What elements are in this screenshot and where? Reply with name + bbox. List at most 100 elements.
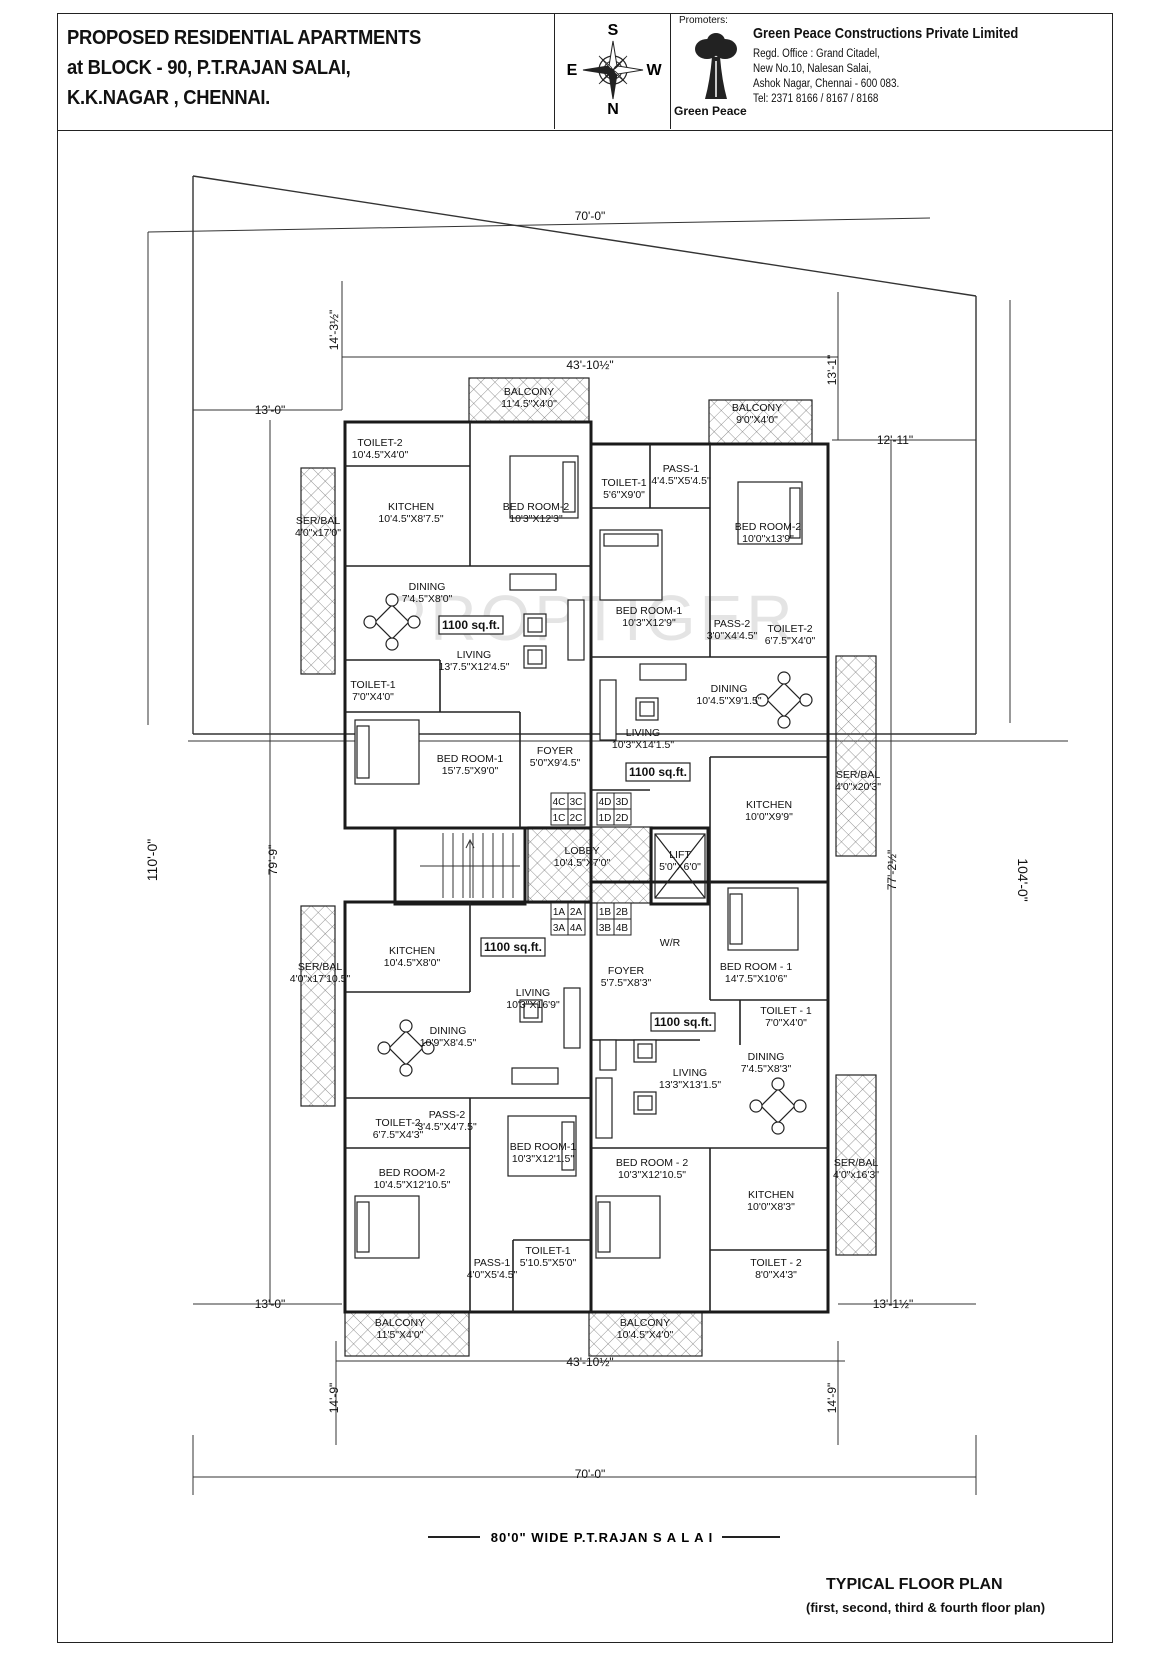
label-ll-pass2: PASS-2 [429,1109,466,1121]
staircase [420,833,520,898]
label-ll-living: LIVING [516,987,550,999]
label-lr-serbal: SER/BAL [834,1157,879,1169]
label-ul-serbal: SER/BAL [296,515,341,527]
telephone-line: Tel: 2371 8166 / 8167 / 8168 [753,93,879,105]
flat-label-3a: 3A [553,923,566,934]
area-boxes [438,615,716,1032]
label-ll-kitchen: KITCHEN [389,945,435,957]
size-lr-serbal: 4'0"x16'3" [833,1169,879,1181]
size-lr-toilet1: 7'0"X4'0" [765,1017,807,1029]
label-ur-pass1: PASS-1 [663,463,700,475]
size-ll-toilet2: 6'7.5"X4'3" [373,1129,424,1141]
drawing-sheet-border [57,13,1113,1643]
size-ur-living: 10'3"X14'1.5" [612,739,675,751]
flat-label-1a: 1A [553,907,566,918]
size-ll-living: 10'3"X16'9" [506,999,560,1011]
label-ur-bed1: BED ROOM-1 [616,605,683,617]
label-lr-foyer: FOYER [608,965,645,977]
sofas [509,573,687,1139]
project-title-line-2: at BLOCK - 90, P.T.RAJAN SALAI, [67,57,351,79]
size-ll-pass1: 4'0"X5'4.5" [467,1269,518,1281]
project-title-line-1: PROPOSED RESIDENTIAL APARTMENTS [67,27,422,49]
label-lr-bed1: BED ROOM - 1 [720,961,793,973]
size-ul-balcony: 11'4.5"X4'0" [501,398,557,410]
dimension-left-lower: 13'-0" [255,1297,286,1311]
label-lr-balcony: BALCONY [620,1317,670,1329]
label-ul-kitchen: KITCHEN [388,501,434,513]
label-ur-serbal: SER/BAL [836,769,881,781]
logo-caption: Green Peace [674,104,747,118]
dimension-lines [147,217,1068,1495]
label-ul-toilet2: TOILET-2 [357,437,402,449]
label-lr-living: LIVING [673,1067,707,1079]
size-ll-balcony: 11'5"X4'0" [377,1329,424,1341]
size-ll-bed1: 10'3"X12'1.5" [512,1153,575,1165]
size-lr-kitchen: 10'0"X8'3" [747,1201,795,1213]
label-ul-bed1: BED ROOM-1 [437,753,504,765]
dimension-left-building: 79'-9" [266,845,280,876]
flat-label-2d: 2D [616,813,629,824]
compass-rose-icon: S E W N [567,22,663,118]
project-title-line-3: K.K.NAGAR , CHENNAI. [67,87,271,109]
label-ll-balcony: BALCONY [375,1317,425,1329]
flat-label-3d: 3D [616,797,629,808]
promoter-label: Promoters: [679,15,728,26]
dimension-top-right-setback: 13'-1" [825,355,839,386]
size-ur-bed1: 10'3"X12'9" [622,617,676,629]
plan-caption-subtitle: (first, second, third & fourth floor pla… [806,1600,1046,1615]
label-ll-pass1: PASS-1 [474,1257,511,1269]
size-lr-balcony: 10'4.5"X4'0" [617,1329,674,1341]
size-ur-kitchen: 10'0"X9'9" [745,811,793,823]
dimension-top-total: 70'-0" [575,209,606,223]
label-ul-balcony: BALCONY [504,386,554,398]
flat-label-1d: 1D [599,813,612,824]
dimension-bottom-right-setback: 14'-9" [825,1383,839,1414]
size-lr-toilet2: 8'0"X4'3" [755,1269,797,1281]
label-ur-bed2: BED ROOM-2 [735,521,802,533]
label-ul-bed2: BED ROOM-2 [503,501,570,513]
size-ul-bed2: 10'3"X12'3" [509,513,563,525]
label-lr-toilet2: TOILET - 2 [750,1257,802,1269]
flat-number-grids [550,792,632,936]
flat-label-2c: 2C [570,813,583,824]
label-ur-balcony: BALCONY [732,402,782,414]
flat-label-4c: 4C [553,797,566,808]
size-ur-pass2: 3'0"X4'4.5" [707,630,758,642]
flat-label-4b: 4B [616,923,629,934]
dimension-right-total: 104'-0" [1015,858,1031,901]
label-ul-foyer: FOYER [537,745,574,757]
label-lr-dining: DINING [748,1051,785,1063]
compass-block: S E W N [555,13,671,129]
size-ul-foyer: 5'0"X9'4.5" [530,757,581,769]
flat-label-1c: 1C [553,813,566,824]
label-ur-toilet1: TOILET-1 [601,477,646,489]
label-ll-bed1: BED ROOM-1 [510,1141,577,1153]
plan-caption-title: TYPICAL FLOOR PLAN [826,1576,1003,1593]
size-ll-serbal: 4'0"x17'10.5" [290,973,351,985]
dimension-top-inner: 43'-10½" [566,358,613,372]
size-lobby: 10'4.5"X7'0" [554,857,611,869]
label-ll-toilet2: TOILET-2 [375,1117,420,1129]
size-ul-kitchen: 10'4.5"X8'7.5" [378,513,443,525]
flat-label-3c: 3C [570,797,583,808]
dining-tables [363,593,813,1135]
size-ul-dining: 7'4.5"X8'0" [402,593,453,605]
size-ll-pass2: 3'4.5"X4'7.5" [417,1121,477,1133]
size-ll-dining: 10'9"X8'4.5" [420,1037,477,1049]
size-lr-bed2: 10'3"X12'10.5" [618,1169,686,1181]
label-ur-toilet2: TOILET-2 [767,623,812,635]
size-ll-bed2: 10'4.5"X12'10.5" [374,1179,451,1191]
dimension-bottom-left-setback: 14'-9" [327,1383,341,1414]
label-ur-pass2: PASS-2 [714,618,751,630]
size-ur-serbal: 4'0"x20'3" [835,781,881,793]
address-line-1: Regd. Office : Grand Citadel, [753,48,880,60]
flat-label-2b: 2B [616,907,629,918]
label-ul-dining: DINING [409,581,446,593]
size-ur-dining: 10'4.5"X9'1.5" [696,695,761,707]
flat-label-4a: 4A [570,923,583,934]
flat-label-4d: 4D [599,797,612,808]
label-lobby: LOBBY [564,845,599,857]
company-name: Green Peace Constructions Private Limite… [753,25,1019,42]
dimension-right-building: 77'-2½" [885,850,899,891]
